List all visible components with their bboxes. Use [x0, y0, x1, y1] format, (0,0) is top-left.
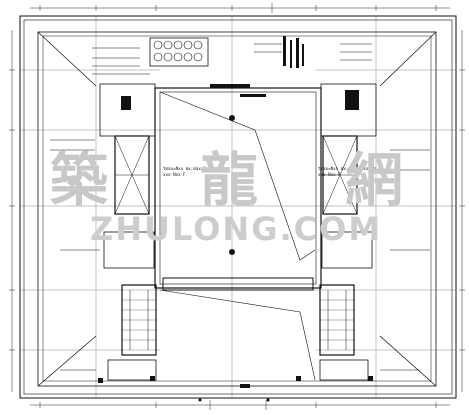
watermark-latin: ZHULONG.COM	[90, 210, 382, 248]
watermark-char-1: 築	[50, 146, 109, 214]
watermark: 築 龍 網 ZHULONG.COM	[50, 146, 403, 248]
outer-frame	[19, 15, 457, 399]
center-right-annotation-line-2: xxx-Nxx-F	[318, 172, 341, 177]
circle-detail-top	[149, 37, 209, 67]
center-right-annotation-line-1: tmax=Nxx mx,max=N.xx mm	[318, 166, 376, 171]
right-tower	[319, 83, 377, 381]
left-tower	[99, 83, 157, 381]
center-left-annotation-line-2: xxx-Nxx-F	[163, 172, 186, 177]
corner-diagonals	[37, 31, 437, 387]
equipment-marks	[98, 36, 373, 402]
watermark-char-3: 網	[345, 146, 403, 214]
dimension-lines	[9, 3, 465, 410]
annotation-marks	[50, 43, 430, 371]
watermark-char-2: 龍	[200, 146, 258, 214]
center-left-annotation-line-1: tmax=Nxx mx,max=N.xx mm	[163, 166, 221, 171]
annotation-texts: tmax=Nxx mx,max=N.xx mm xxx-Nxx-F tmax=N…	[163, 166, 376, 177]
